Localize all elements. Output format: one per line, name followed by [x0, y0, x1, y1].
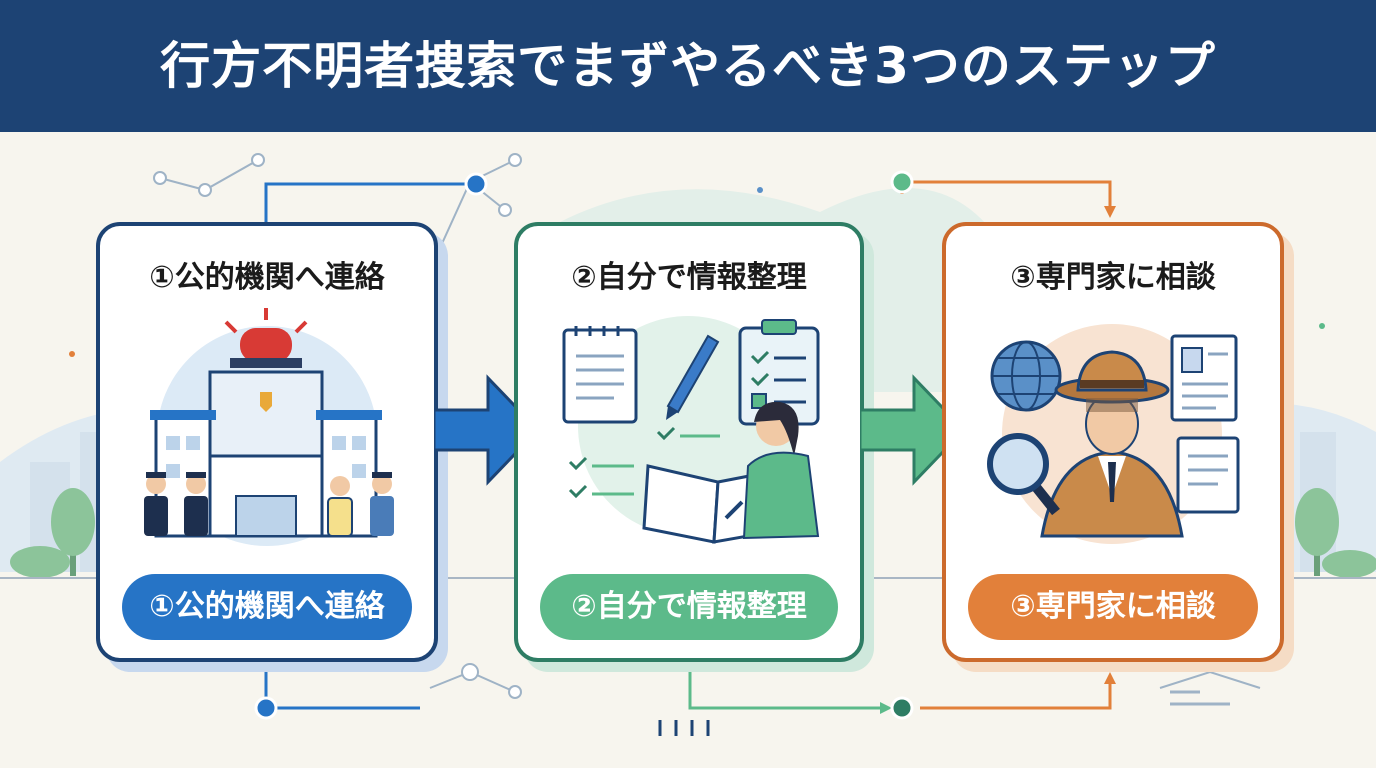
- expert-consultation-illustration: [987, 324, 1240, 544]
- step-2-title: ②自分で情報整理: [571, 260, 807, 295]
- person-writing-icon: [642, 401, 820, 544]
- step-1-title: ①公的機関へ連絡: [149, 260, 385, 295]
- detective-icon: [1040, 350, 1184, 538]
- title-banner: [0, 0, 1376, 132]
- police-station-icon: [150, 370, 382, 538]
- right-arrow-icon: [860, 374, 966, 486]
- right-arrow-icon: [434, 374, 540, 486]
- clipboard-checklist-icon: [738, 319, 820, 426]
- step-card-1: ①公的機関へ連絡: [96, 222, 438, 662]
- page-title: 行方不明者捜索でまずやるべき3つのステップ: [160, 37, 1216, 95]
- step-3-title: ③専門家に相談: [1010, 260, 1216, 295]
- resume-document-icon: [1170, 334, 1240, 514]
- step-1-label: ①公的機関へ連絡: [122, 574, 412, 640]
- magnifying-glass-icon: [987, 433, 1060, 516]
- notepad-icon: [562, 326, 638, 424]
- police-officer-icon: [144, 472, 394, 537]
- step-2-label: ②自分で情報整理: [540, 574, 838, 640]
- step-3-label: ③専門家に相談: [968, 574, 1258, 640]
- globe-icon: [990, 340, 1062, 412]
- siren-icon: [224, 308, 308, 368]
- tree-icon: [1295, 488, 1339, 576]
- police-station-illustration: [144, 308, 394, 546]
- step-card-2: ②自分で情報整理: [514, 222, 864, 662]
- information-organizing-illustration: [562, 316, 820, 544]
- tree-icon: [51, 488, 95, 576]
- step-card-3: ③専門家に相談: [942, 222, 1284, 662]
- pen-icon: [666, 334, 720, 420]
